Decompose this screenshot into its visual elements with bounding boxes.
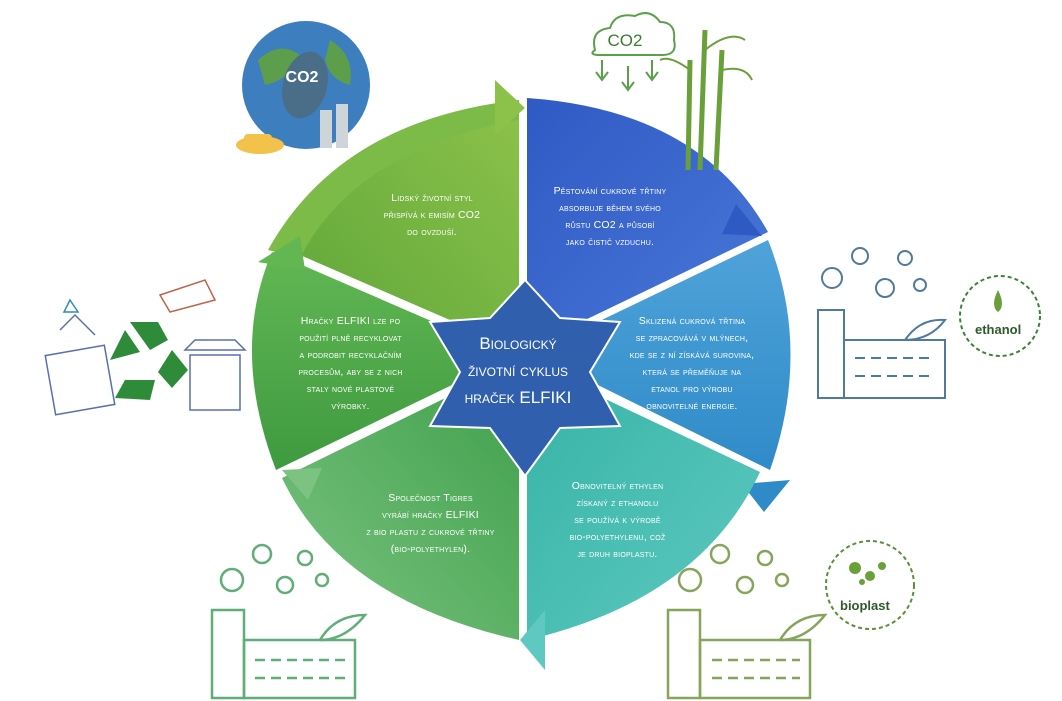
text-line: obnovitelné energie. (646, 400, 738, 412)
text-line: Sklizená cukrová třtina (638, 315, 746, 327)
text-line: přispívá k emisím CO2 (383, 209, 481, 221)
text-line: vyrábí hračky ELFIKI (382, 509, 479, 521)
factory-right-icon (666, 543, 828, 700)
co2-cloud-icon (591, 12, 676, 92)
text-line: Obnovitelný ethylen (571, 480, 664, 492)
text-line: staly nové plastové (306, 383, 395, 395)
text-line: Pěstování cukrové třtiny (553, 185, 667, 197)
segment-recycling (251, 236, 513, 470)
center-line-2: životní cyklus (467, 361, 569, 380)
co2-cloud-label: CO2 (608, 31, 643, 50)
text-line: z bio plastu z cukrové třtiny (366, 526, 495, 538)
center-line-1: Biologický (479, 334, 557, 353)
text-line: etanol pro výrobu (651, 383, 733, 395)
bioplast-badge (825, 540, 915, 630)
text-line: jako čistič vzduchu. (565, 236, 655, 248)
recycle-icon (110, 322, 188, 400)
ethanol-badge (959, 275, 1041, 357)
text-line: se používá k výrobě (574, 514, 661, 526)
segment-production-text: Společnost Tigres vyrábí hračky ELFIKI z… (338, 490, 523, 558)
ethanol-factory-icon (817, 247, 947, 399)
segment-processing (533, 240, 791, 512)
text-line: použití plně recyklovat (299, 332, 402, 344)
text-line: je druh bioplastu. (577, 548, 658, 560)
segment-ethylene (520, 362, 760, 670)
text-line: procesům, aby se z nich (298, 366, 403, 378)
center-star (428, 278, 622, 478)
text-line: získaný z ethanolu (576, 497, 659, 509)
globe-footprint-icon: CO2 (236, 21, 370, 154)
text-line: výrobky. (331, 400, 370, 412)
text-line: (bio-polyethylen). (390, 543, 471, 555)
ethanol-label: ethanol (975, 322, 1022, 337)
footprint-co2-label: CO2 (286, 69, 319, 86)
sugarcane-icon (659, 29, 753, 171)
text-line: bio-polyethylenu, což (569, 531, 666, 543)
text-line: Lidský životní styl (391, 192, 473, 204)
text-line: růstu CO2 a působí (565, 219, 655, 231)
text-line: kde se z ní získává surovina, (629, 349, 755, 361)
text-line: Společnost Tigres (388, 492, 473, 504)
center-line-3: hraček ELFIKI (464, 388, 572, 407)
text-line: a podrobit recyklačním (299, 349, 402, 361)
text-line: která se přeměňuje na (642, 366, 742, 378)
text-line: se zpracovává v mlýnech, (635, 332, 749, 344)
segment-ethylene-text: Obnovitelný ethylen získaný z ethanolu s… (535, 478, 700, 563)
segment-recycling-text: Hračky ELFIKI lze po použití plně recykl… (268, 313, 433, 415)
segment-processing-text: Sklizená cukrová třtina se zpracovává v … (602, 313, 782, 415)
text-line: do ovzduší. (407, 226, 457, 238)
factory-left-icon (210, 543, 368, 700)
toys-icon (44, 279, 247, 416)
segment-production (282, 362, 519, 640)
segment-lifestyle-text: Lidský životní styl přispívá k emisím CO… (352, 190, 512, 241)
center-title: Biologický životní cyklus hraček ELFIKI (428, 330, 608, 411)
segment-cultivation-text: Pěstování cukrové třtiny absorbuje během… (530, 183, 690, 251)
text-line: absorbuje během svého (559, 202, 661, 214)
text-line: Hračky ELFIKI lze po (300, 315, 401, 327)
bioplast-label: bioplast (840, 598, 890, 613)
segment-cultivation (527, 98, 768, 348)
